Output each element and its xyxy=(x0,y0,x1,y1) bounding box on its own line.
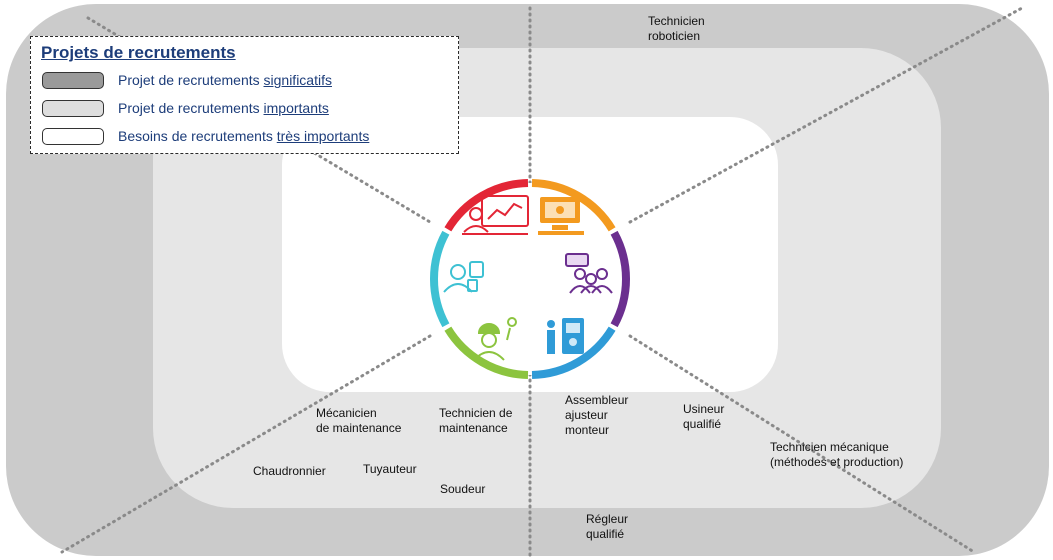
team-meeting-icon xyxy=(565,253,613,294)
job-tuyauteur: Tuyauteur xyxy=(363,462,417,476)
job-technicien-roboticien: Technicien roboticien xyxy=(648,14,705,43)
job-mecanicien-maintenance: Mécanicien de maintenance xyxy=(316,406,402,435)
legend-swatch-light-grey xyxy=(42,99,104,117)
divider-top-right xyxy=(628,6,1024,224)
legend-item-significatifs: Projet de recrutements significatifs xyxy=(42,69,332,91)
divider-bottom-right xyxy=(628,334,976,554)
legend-label-prefix: Projet de recrutements xyxy=(118,72,264,88)
wheel-segment-team-meeting xyxy=(610,230,631,328)
job-assembleur-ajusteur-monteur: Assembleur ajusteur monteur xyxy=(565,393,629,437)
legend-label-emphasis: significatifs xyxy=(263,72,332,88)
legend-title: Projets de recrutements xyxy=(41,43,236,62)
machine-operator-icon xyxy=(547,318,584,354)
job-chaudronnier: Chaudronnier xyxy=(253,464,326,478)
computer-workstation-icon xyxy=(538,197,584,235)
wheel-segment-technician-tablet xyxy=(429,230,450,328)
technician-tablet-icon xyxy=(443,261,484,293)
legend-label: Besoins de recrutements très importants xyxy=(118,128,369,144)
legend: Projets de recrutements Projet de recrut… xyxy=(30,36,459,154)
wheel-segment-computer-workstation xyxy=(531,179,616,232)
legend-item-importants: Projet de recrutements importants xyxy=(42,97,329,119)
job-family-wheel xyxy=(429,179,631,379)
worker-helmet-wrench-icon xyxy=(473,317,517,361)
job-soudeur: Soudeur xyxy=(440,482,486,496)
legend-label: Projet de recrutements significatifs xyxy=(118,72,332,88)
legend-label-prefix: Projet de recrutements xyxy=(118,100,264,116)
job-technicien-mecanique: Technicien mécanique (méthodes et produc… xyxy=(770,440,904,469)
divider-bottom-left xyxy=(60,334,432,554)
legend-label-prefix: Besoins de recrutements xyxy=(118,128,277,144)
legend-item-tres-importants: Besoins de recrutements très importants xyxy=(42,125,369,147)
job-usineur-qualifie: Usineur qualifié xyxy=(683,402,725,431)
legend-label: Projet de recrutements importants xyxy=(118,100,329,116)
wheel-segment-worker-helmet-wrench xyxy=(444,326,529,379)
wheel-segment-machine-operator xyxy=(531,326,616,379)
legend-label-emphasis: très importants xyxy=(276,128,370,144)
legend-swatch-white xyxy=(42,127,104,145)
job-technicien-maintenance: Technicien de maintenance xyxy=(439,406,513,435)
data-analyst-screen-icon xyxy=(462,195,529,235)
legend-label-emphasis: importants xyxy=(263,100,329,116)
legend-swatch-dark-grey xyxy=(42,71,104,89)
job-regleur-qualifie: Régleur qualifié xyxy=(586,512,629,541)
